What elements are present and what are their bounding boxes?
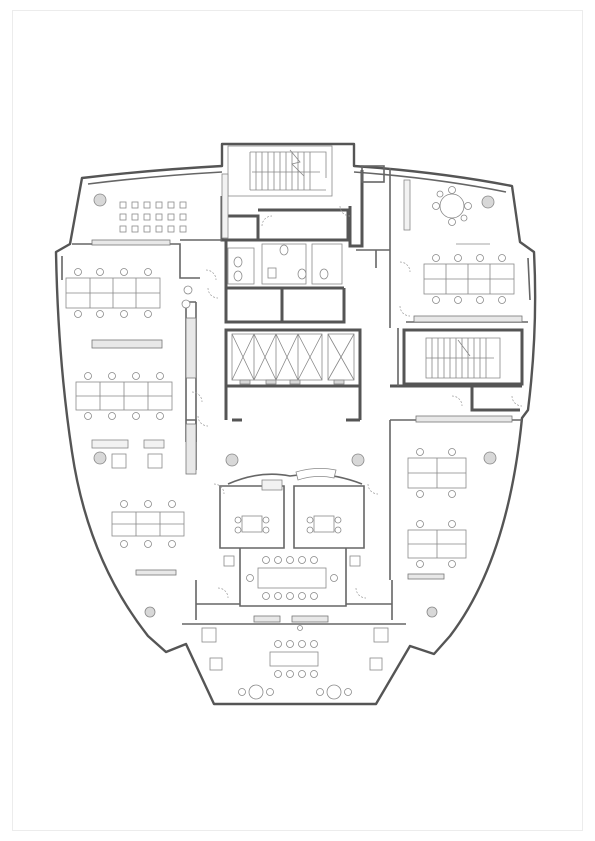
meeting-room-small-west	[234, 515, 270, 534]
elevators	[231, 333, 355, 385]
elevator-icon	[231, 333, 355, 381]
exterior-wall	[54, 142, 537, 706]
desk-block-east-1	[423, 254, 515, 304]
desk-block-west-3	[111, 500, 185, 548]
stair-east	[390, 328, 524, 412]
wall-strips	[91, 173, 523, 623]
meeting-room-north-east	[432, 186, 490, 245]
desk-block-west-1	[65, 268, 193, 349]
lounge-south	[201, 625, 389, 700]
core	[220, 165, 391, 422]
desk-block-east-2	[407, 448, 467, 568]
stair-icon	[249, 149, 327, 191]
toilets	[227, 243, 343, 285]
lounge-west	[91, 439, 165, 469]
door-swing-icon	[191, 205, 523, 599]
desk-block-west-2	[75, 372, 173, 420]
stair-north	[227, 145, 333, 197]
boardroom	[223, 555, 361, 600]
reception-desk	[227, 468, 363, 491]
workstations-north-west	[119, 201, 187, 233]
toilet-icon	[233, 244, 329, 282]
meeting-room-small-east	[306, 515, 342, 534]
sheet-frame	[12, 10, 583, 831]
column-icon	[93, 193, 497, 618]
stair-icon	[425, 337, 501, 379]
